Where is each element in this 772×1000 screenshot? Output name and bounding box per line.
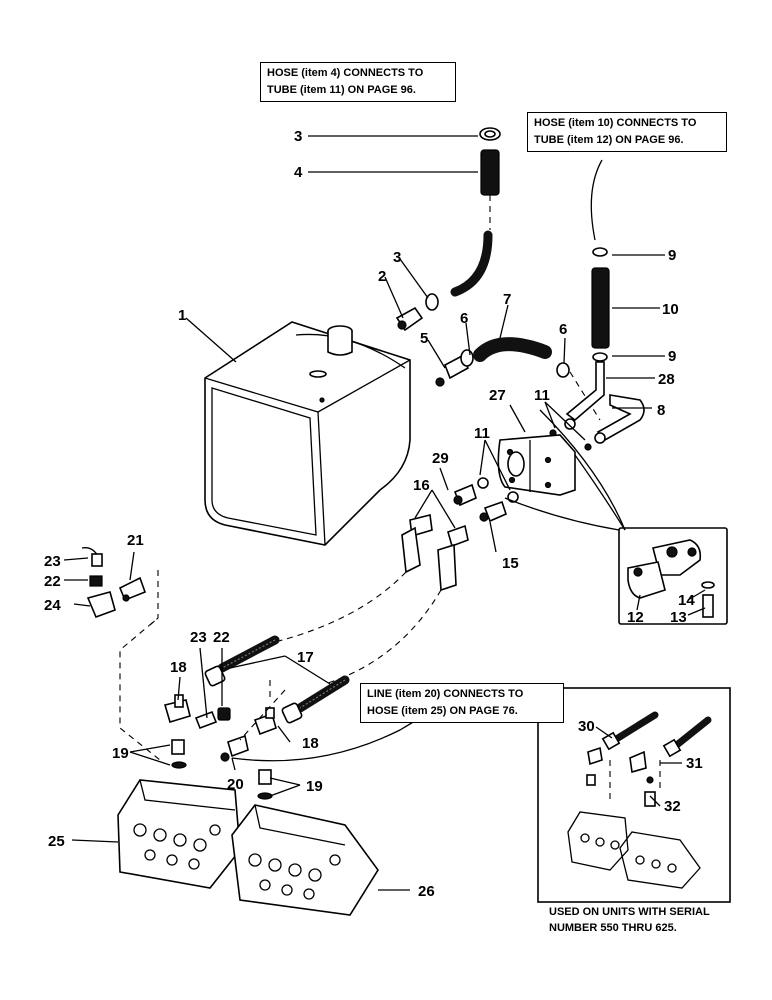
part-label-23a: 23 [44,553,61,570]
part-label-20: 20 [227,776,244,793]
part-label-10: 10 [662,301,679,318]
callout-hose-4-line-1: HOSE (item 4) CONNECTS TO [267,67,424,79]
return-hose-assembly [395,127,501,387]
part-label-18a: 18 [170,659,187,676]
suction-hose-assembly [460,337,601,421]
serial-number-caption: USED ON UNITS WITH SERIAL NUMBER 550 THR… [549,904,710,936]
part-label-13: 13 [670,609,687,626]
part-label-6b: 6 [559,321,567,338]
part-label-25: 25 [48,833,65,850]
part-label-26: 26 [418,883,435,900]
part-label-32: 32 [664,798,681,815]
callout-hose-10: HOSE (item 10) CONNECTS TO TUBE (item 12… [527,112,727,152]
part-label-1: 1 [178,307,186,324]
part-label-8: 8 [657,402,665,419]
part-label-5: 5 [420,330,428,347]
callout-line-20-line-1: LINE (item 20) CONNECTS TO [367,688,524,700]
part-label-6a: 6 [460,310,468,327]
serial-caption-line-1: USED ON UNITS WITH SERIAL [549,906,710,918]
part-label-30: 30 [578,718,595,735]
left-fittings [81,547,161,761]
callout-hose-4-line-2: TUBE (item 11) ON PAGE 96. [267,84,416,96]
hydraulic-tank [204,321,411,546]
part-label-22b: 22 [213,629,230,646]
callout-line-20-line-2: HOSE (item 25) ON PAGE 76. [367,705,518,717]
part-label-23b: 23 [190,629,207,646]
part-label-2: 2 [378,268,386,285]
callout-hose-10-line-2: TUBE (item 12) ON PAGE 96. [534,134,684,146]
part-label-14: 14 [678,592,695,609]
part-label-12: 12 [627,609,644,626]
part-label-17: 17 [297,649,314,666]
control-valve-bank [117,779,379,916]
part-label-16: 16 [413,477,430,494]
part-label-9b: 9 [668,348,676,365]
part-label-19a: 19 [112,745,129,762]
part-label-21: 21 [127,532,144,549]
alternate-valve-inset [537,687,731,903]
part-label-3b: 3 [393,249,401,266]
part-label-11b: 11 [474,425,490,442]
part-label-3a: 3 [294,128,302,145]
part-label-7: 7 [503,291,511,308]
callout-hose-4: HOSE (item 4) CONNECTS TO TUBE (item 11)… [260,62,456,102]
part-label-18b: 18 [302,735,319,752]
part-label-22a: 22 [44,573,61,590]
callout-hose-10-line-1: HOSE (item 10) CONNECTS TO [534,117,697,129]
callout-line-20: LINE (item 20) CONNECTS TO HOSE (item 25… [360,683,564,723]
part-label-15: 15 [502,555,519,572]
part-label-11a: 11 [534,387,550,404]
valve-hoses [204,571,442,724]
part-label-28: 28 [658,371,675,388]
part-label-31: 31 [686,755,703,772]
part-label-27: 27 [489,387,506,404]
flange-detail-inset [504,409,728,625]
hydraulic-pump [497,434,576,496]
part-label-29: 29 [432,450,449,467]
part-label-9a: 9 [668,247,676,264]
pump-fittings [401,477,519,592]
serial-caption-line-2: NUMBER 550 THRU 625. [549,922,677,934]
part-label-4: 4 [294,164,303,181]
leader-lines [63,135,706,891]
part-label-24: 24 [44,597,61,614]
part-number-labels: 1 2 3 3 4 5 6 6 7 8 9 9 10 11 11 12 13 1… [44,128,703,900]
part-label-19b: 19 [306,778,323,795]
pressure-tube-assembly [549,159,645,451]
